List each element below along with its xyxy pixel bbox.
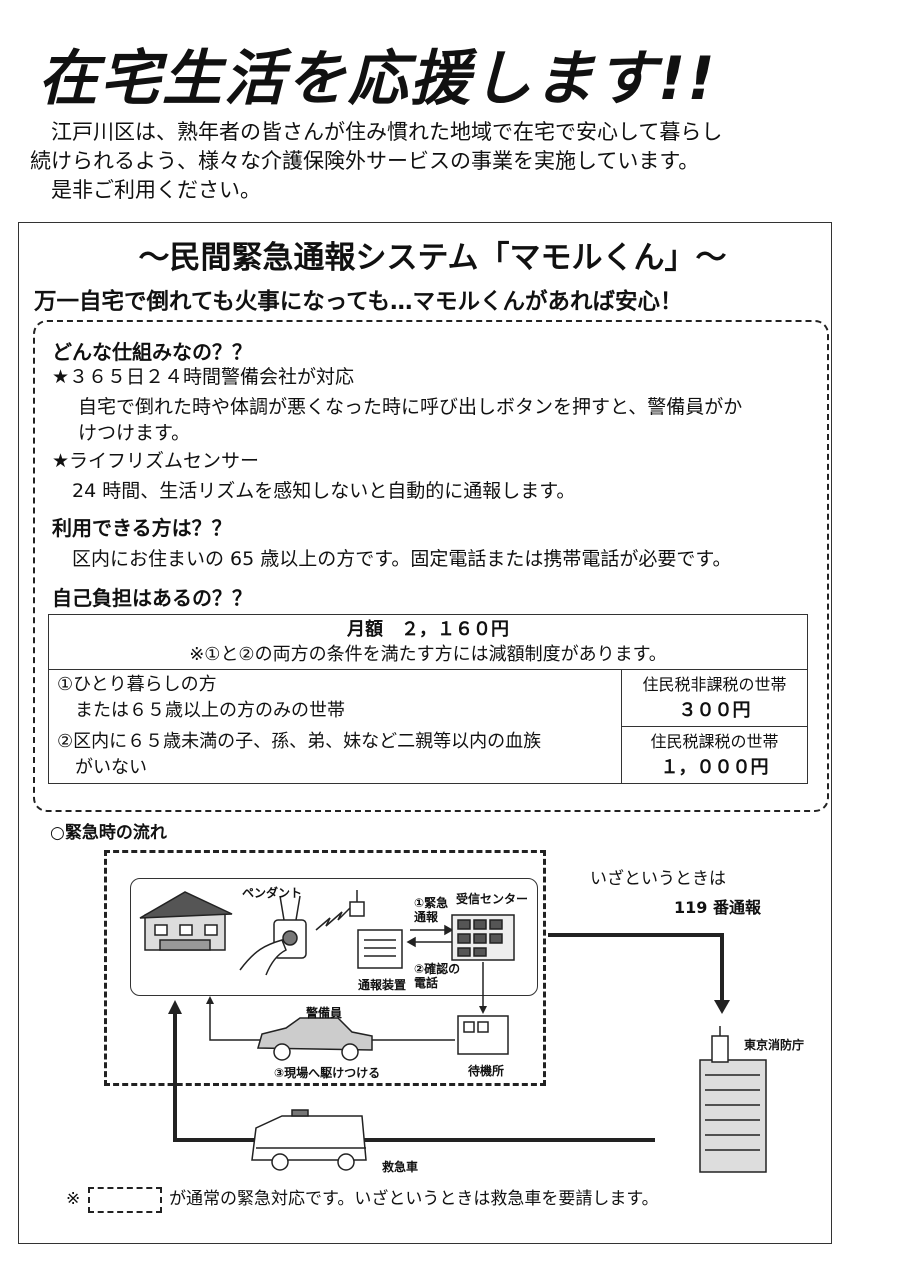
- how-item1-body: けつけます。: [78, 422, 191, 444]
- how-item2-body: 24 時間、生活リズムを感知しないと自動的に通報します。: [72, 480, 576, 502]
- how-item1-title: ★３６５日２４時間警備会社が対応: [52, 366, 355, 388]
- who-heading: 利用できる方は？？: [52, 516, 232, 540]
- footnote: ※ が通常の緊急対応です。いざというときは救急車を要請します。: [66, 1184, 659, 1213]
- info-frame: [18, 222, 832, 1244]
- fire-department-icon: [699, 1026, 767, 1173]
- step1-label: ①緊急 通報: [414, 896, 449, 924]
- tier1-price: ３００円: [678, 700, 751, 721]
- emergency-call-line: [548, 933, 724, 1005]
- footnote-prefix: ※: [66, 1189, 81, 1209]
- condition-1b: または６５歳以上の方のみの世帯: [57, 700, 345, 722]
- intro-text: 江戸川区は、熟年者の皆さんが住み慣れた地域で在宅で安心して暮らし 続けられるよう…: [30, 118, 850, 205]
- home-area: [130, 878, 538, 996]
- pendant-label: ペンダント: [242, 886, 303, 900]
- ambulance-label: 救急車: [382, 1160, 419, 1174]
- who-body: 区内にお住まいの 65 歳以上の方です。固定電話または携帯電話が必要です。: [72, 548, 732, 570]
- device-label: 通報装置: [358, 978, 407, 992]
- how-item1-body: 自宅で倒れた時や体調が悪くなった時に呼び出しボタンを押すと、警備員がか: [78, 396, 743, 418]
- how-item2-title: ★ライフリズムセンサー: [52, 450, 260, 472]
- alarm-device-icon: [349, 890, 403, 969]
- fee-table: 月額 ２，１６０円 ※①と②の両方の条件を満たす方には減額制度があります。 ①ひ…: [48, 614, 808, 784]
- security-flow-area: [104, 850, 546, 1086]
- guard-label: 警備員: [306, 1006, 343, 1020]
- flow-heading: ○緊急時の流れ: [50, 823, 167, 843]
- condition-cell: ①ひとり暮らしの方 または６５歳以上の方のみの世帯: [48, 669, 622, 727]
- footnote-text: が通常の緊急対応です。いざというときは救急車を要請します。: [169, 1189, 659, 1209]
- tier2-label: 住民税課税の世帯: [650, 732, 779, 751]
- receive-center-label: 受信センター: [456, 892, 529, 906]
- pendant-icon: [239, 895, 307, 976]
- step2-label: ②確認の 電話: [414, 962, 461, 990]
- tier1-label: 住民税非課税の世帯: [642, 675, 787, 694]
- fee-header-cell: 月額 ２，１６０円 ※①と②の両方の条件を満たす方には減額制度があります。: [48, 614, 808, 670]
- standby-station-icon: [457, 1015, 509, 1055]
- details-box: [33, 320, 829, 812]
- step3-label: ③現場へ駆けつける: [274, 1066, 381, 1080]
- condition-2b: がいない: [57, 756, 147, 778]
- receiving-center-icon: [451, 914, 515, 961]
- reduction-note: ※①と②の両方の条件を満たす方には減額制度があります。: [189, 644, 667, 665]
- fire-dept-label: 東京消防庁: [744, 1038, 805, 1052]
- ambulance-icon: [251, 1109, 367, 1171]
- system-subtitle: 万一自宅で倒れても火事になっても…マモルくんがあれば安心！: [34, 289, 683, 315]
- tier2-cell: 住民税課税の世帯 １，０００円: [621, 726, 808, 784]
- condition-1a: ①ひとり暮らしの方: [57, 674, 217, 696]
- flow-diagram-svg: [139, 890, 767, 1173]
- signal-icon: [315, 905, 353, 931]
- intro-line: 是非ご利用ください。: [51, 178, 261, 202]
- intro-line: 続けられるよう、様々な介護保険外サービスの事業を実施しています。: [30, 149, 700, 173]
- cost-heading: 自己負担はあるの？？: [52, 586, 252, 610]
- condition-cell: ②区内に６５歳未満の子、孫、弟、妹など二親等以内の血族 がいない: [48, 726, 622, 784]
- dashed-box-legend: [87, 1186, 162, 1213]
- ambulance-line: [173, 1010, 655, 1142]
- tier1-cell: 住民税非課税の世帯 ３００円: [621, 669, 808, 727]
- security-car-icon: [257, 1017, 373, 1061]
- page-title: 在宅生活を応援します!!: [38, 44, 717, 114]
- house-icon: [139, 891, 233, 951]
- how-heading: どんな仕組みなの？？: [52, 340, 252, 364]
- condition-2a: ②区内に６５歳未満の子、孫、弟、妹など二親等以内の血族: [57, 730, 542, 752]
- emergency-119-text: 119 番通報: [674, 898, 761, 917]
- emergency-text: いざというときは: [590, 869, 726, 889]
- system-title: ～民間緊急通報システム「マモルくん」～: [138, 240, 727, 276]
- monthly-fee: 月額 ２，１６０円: [347, 619, 509, 640]
- tier2-price: １，０００円: [660, 757, 769, 778]
- intro-line: 江戸川区は、熟年者の皆さんが住み慣れた地域で在宅で安心して暮らし: [51, 120, 723, 144]
- standby-label: 待機所: [468, 1064, 505, 1078]
- exchange-arrows: [406, 924, 454, 948]
